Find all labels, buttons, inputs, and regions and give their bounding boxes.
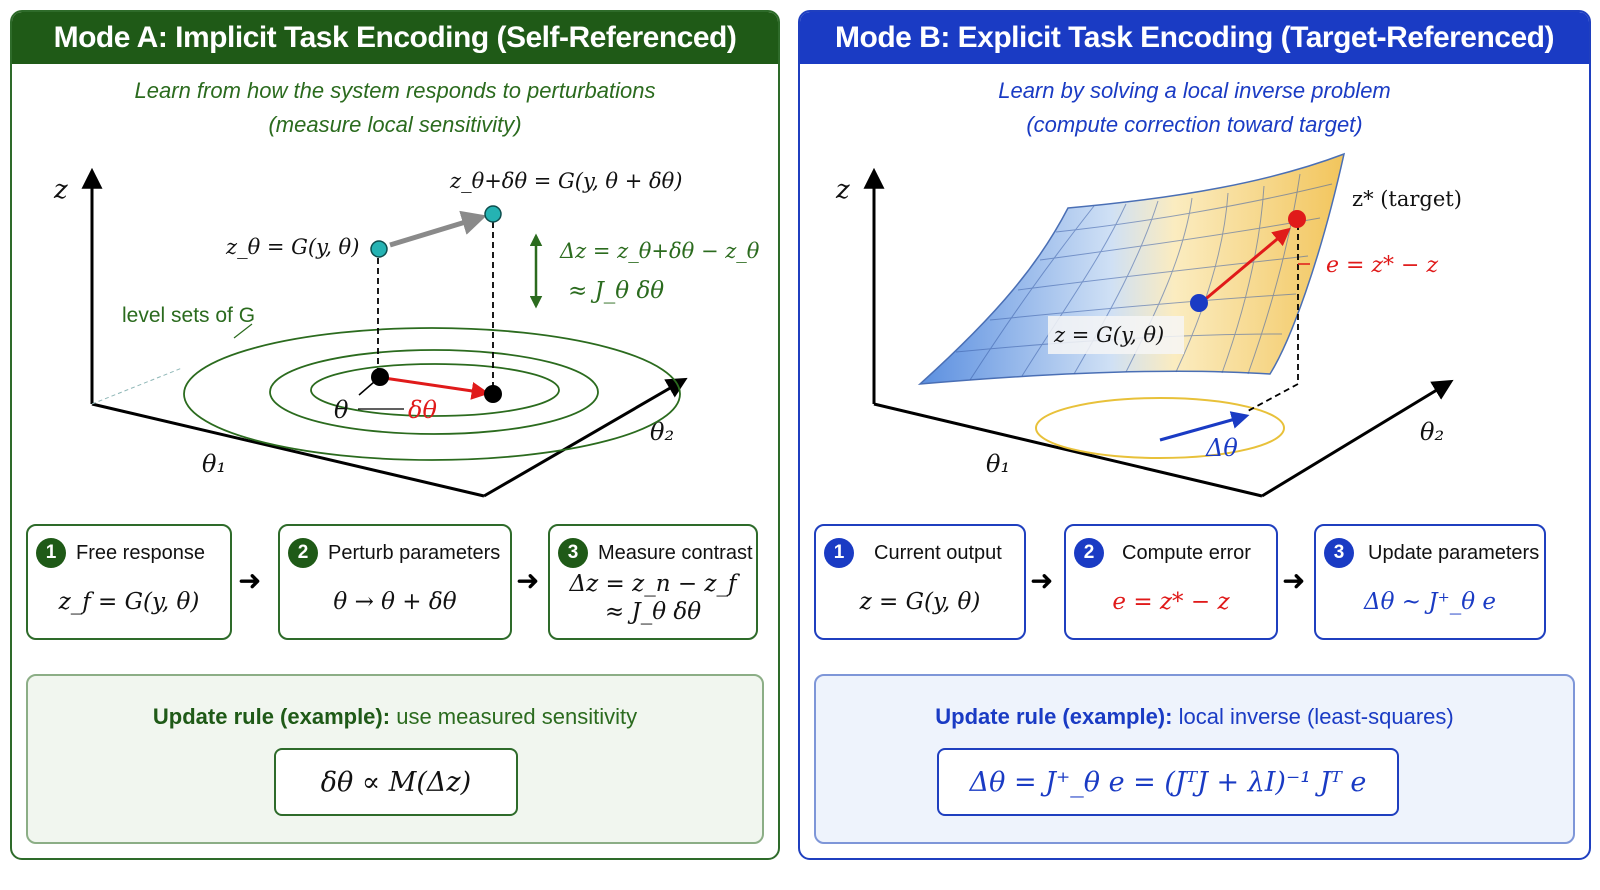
step-formula-line1: Δz = z_n − z_f [569, 571, 737, 597]
step-number-badge: 2 [288, 538, 318, 568]
step-number-badge: 3 [1324, 538, 1354, 568]
step-title: Update parameters [1368, 542, 1540, 564]
step-formula: Δz = z_n − z_f ≈ J_θ δθ [550, 570, 756, 626]
step-number-badge: 1 [36, 538, 66, 568]
update-rule-formula: Δθ = J⁺_θ e = (JᵀJ + λI)⁻¹ Jᵀ e [937, 748, 1399, 816]
z-perturbed-point [484, 205, 502, 223]
z-theta-label: z_θ = G(y, θ) [225, 235, 359, 259]
step-number-badge: 2 [1074, 538, 1104, 568]
output-surface [917, 152, 1346, 385]
axis-z-label: z [835, 175, 850, 205]
update-rule-line: Update rule (example): use measured sens… [28, 704, 762, 730]
axis-guide-dashed [91, 367, 183, 405]
level-sets-label: level sets of G [122, 304, 255, 327]
update-rule-label: Update rule (example): [152, 704, 391, 729]
step-title: Compute error [1122, 542, 1251, 564]
update-region-ellipse [1035, 397, 1285, 459]
delta-theta-arrow [1159, 411, 1250, 442]
update-rule-label: Update rule (example): [935, 704, 1173, 729]
update-rule-formula: δθ ∝ M(Δz) [274, 748, 518, 816]
update-rule-desc: local inverse (least-squares) [1178, 704, 1454, 729]
target-point [1288, 210, 1306, 228]
panel-a-diagram: z θ₁ θ₂ level sets of G θ δθ z_θ = G(y, … [53, 167, 760, 498]
surface-label-bg [1048, 316, 1184, 354]
axis-theta1-label: θ₁ [202, 450, 226, 478]
step-formula-line2: ≈ J_θ δθ [604, 599, 702, 625]
panel-mode-a: Mode A: Implicit Task Encoding (Self-Ref… [10, 10, 780, 860]
level-set-leader [233, 323, 253, 339]
step-formula: e = z* − z [1112, 589, 1230, 615]
target-base-line [1245, 383, 1299, 413]
step-number-badge: 1 [824, 538, 854, 568]
step-arrow-icon: ➜ [516, 565, 540, 596]
panel-b-title: Mode B: Explicit Task Encoding (Target-R… [800, 12, 1589, 64]
panel-a-subtitle-line2: (measure local sensitivity) [268, 112, 522, 137]
theta-label: θ [334, 396, 349, 424]
error-label: e = z* − z [1326, 253, 1438, 278]
step-update-parameters: 3 Update parameters Δθ ~ J⁺_θ e [1314, 524, 1546, 640]
level-set-inner [310, 363, 560, 417]
panel-a-subtitle: Learn from how the system responds to pe… [12, 74, 778, 142]
step-arrow-icon: ➜ [1030, 565, 1054, 596]
step-free-response: 1 Free response z_f = G(y, θ) [26, 524, 232, 640]
surface-label: z = G(y, θ) [1053, 323, 1164, 347]
z-perturbed-label: z_θ+δθ = G(y, θ + δθ) [449, 169, 683, 193]
theta1-axis [873, 402, 1263, 498]
step-number-badge: 3 [558, 538, 588, 568]
theta-point [371, 368, 389, 386]
delta-theta-arrow [383, 376, 490, 400]
update-rule-box: Update rule (example): local inverse (le… [814, 674, 1575, 844]
output-shift-arrow [389, 210, 487, 248]
delta-z-line1: Δz = z_θ+δθ − z_θ [559, 239, 760, 263]
z-theta-point [370, 240, 388, 258]
error-arrow [1201, 227, 1291, 304]
delta-z-line2: ≈ J_θ δθ [568, 278, 664, 304]
theta2-axis [1261, 379, 1454, 498]
step-current-output: 1 Current output z = G(y, θ) [814, 524, 1026, 640]
step-title: Measure contrast [598, 542, 753, 564]
step-compute-error: 2 Compute error e = z* − z [1064, 524, 1278, 640]
step-measure-contrast: 3 Measure contrast Δz = z_n − z_f ≈ J_θ … [548, 524, 758, 640]
step-formula: Δθ ~ J⁺_θ e [1364, 589, 1496, 615]
panel-a-subtitle-line1: Learn from how the system responds to pe… [134, 78, 656, 103]
panel-b-subtitle-line2: (compute correction toward target) [1026, 112, 1363, 137]
step-title: Free response [76, 542, 205, 564]
step-title: Current output [874, 542, 1002, 564]
step-perturb-parameters: 2 Perturb parameters θ → θ + δθ [278, 524, 512, 640]
step-formula: z = G(y, θ) [859, 589, 981, 615]
step-formula: θ → θ + δθ [333, 589, 457, 615]
theta1-axis [91, 402, 485, 498]
delta-theta-label: δθ [408, 396, 437, 424]
axis-theta2-label: θ₂ [650, 418, 674, 446]
delta-theta-label: Δθ [1205, 434, 1238, 462]
update-rule-line: Update rule (example): local inverse (le… [816, 704, 1573, 730]
level-set-outer [183, 327, 681, 461]
step-arrow-icon: ➜ [1282, 565, 1306, 596]
level-set-middle [269, 349, 599, 435]
axis-theta1-label: θ₁ [986, 450, 1010, 478]
panel-b-subtitle-line1: Learn by solving a local inverse problem [998, 78, 1391, 103]
panel-a-title: Mode A: Implicit Task Encoding (Self-Ref… [12, 12, 778, 64]
theta-perturbed-point [484, 385, 502, 403]
panel-b-subtitle: Learn by solving a local inverse problem… [800, 74, 1589, 142]
axis-z-label: z [53, 175, 68, 205]
step-title: Perturb parameters [328, 542, 501, 564]
panel-mode-b: Mode B: Explicit Task Encoding (Target-R… [798, 10, 1591, 860]
current-output-point [1190, 294, 1208, 312]
theta2-axis [483, 377, 688, 498]
step-formula: z_f = G(y, θ) [58, 589, 200, 615]
step-arrow-icon: ➜ [238, 565, 262, 596]
axis-theta2-label: θ₂ [1420, 418, 1444, 446]
target-label: z* (target) [1352, 187, 1462, 211]
theta-leader [358, 381, 375, 396]
panel-b-diagram: z θ₁ θ₂ Δθ z = G(y, θ) z* [835, 152, 1462, 498]
update-rule-box: Update rule (example): use measured sens… [26, 674, 764, 844]
update-rule-desc: use measured sensitivity [396, 704, 638, 729]
